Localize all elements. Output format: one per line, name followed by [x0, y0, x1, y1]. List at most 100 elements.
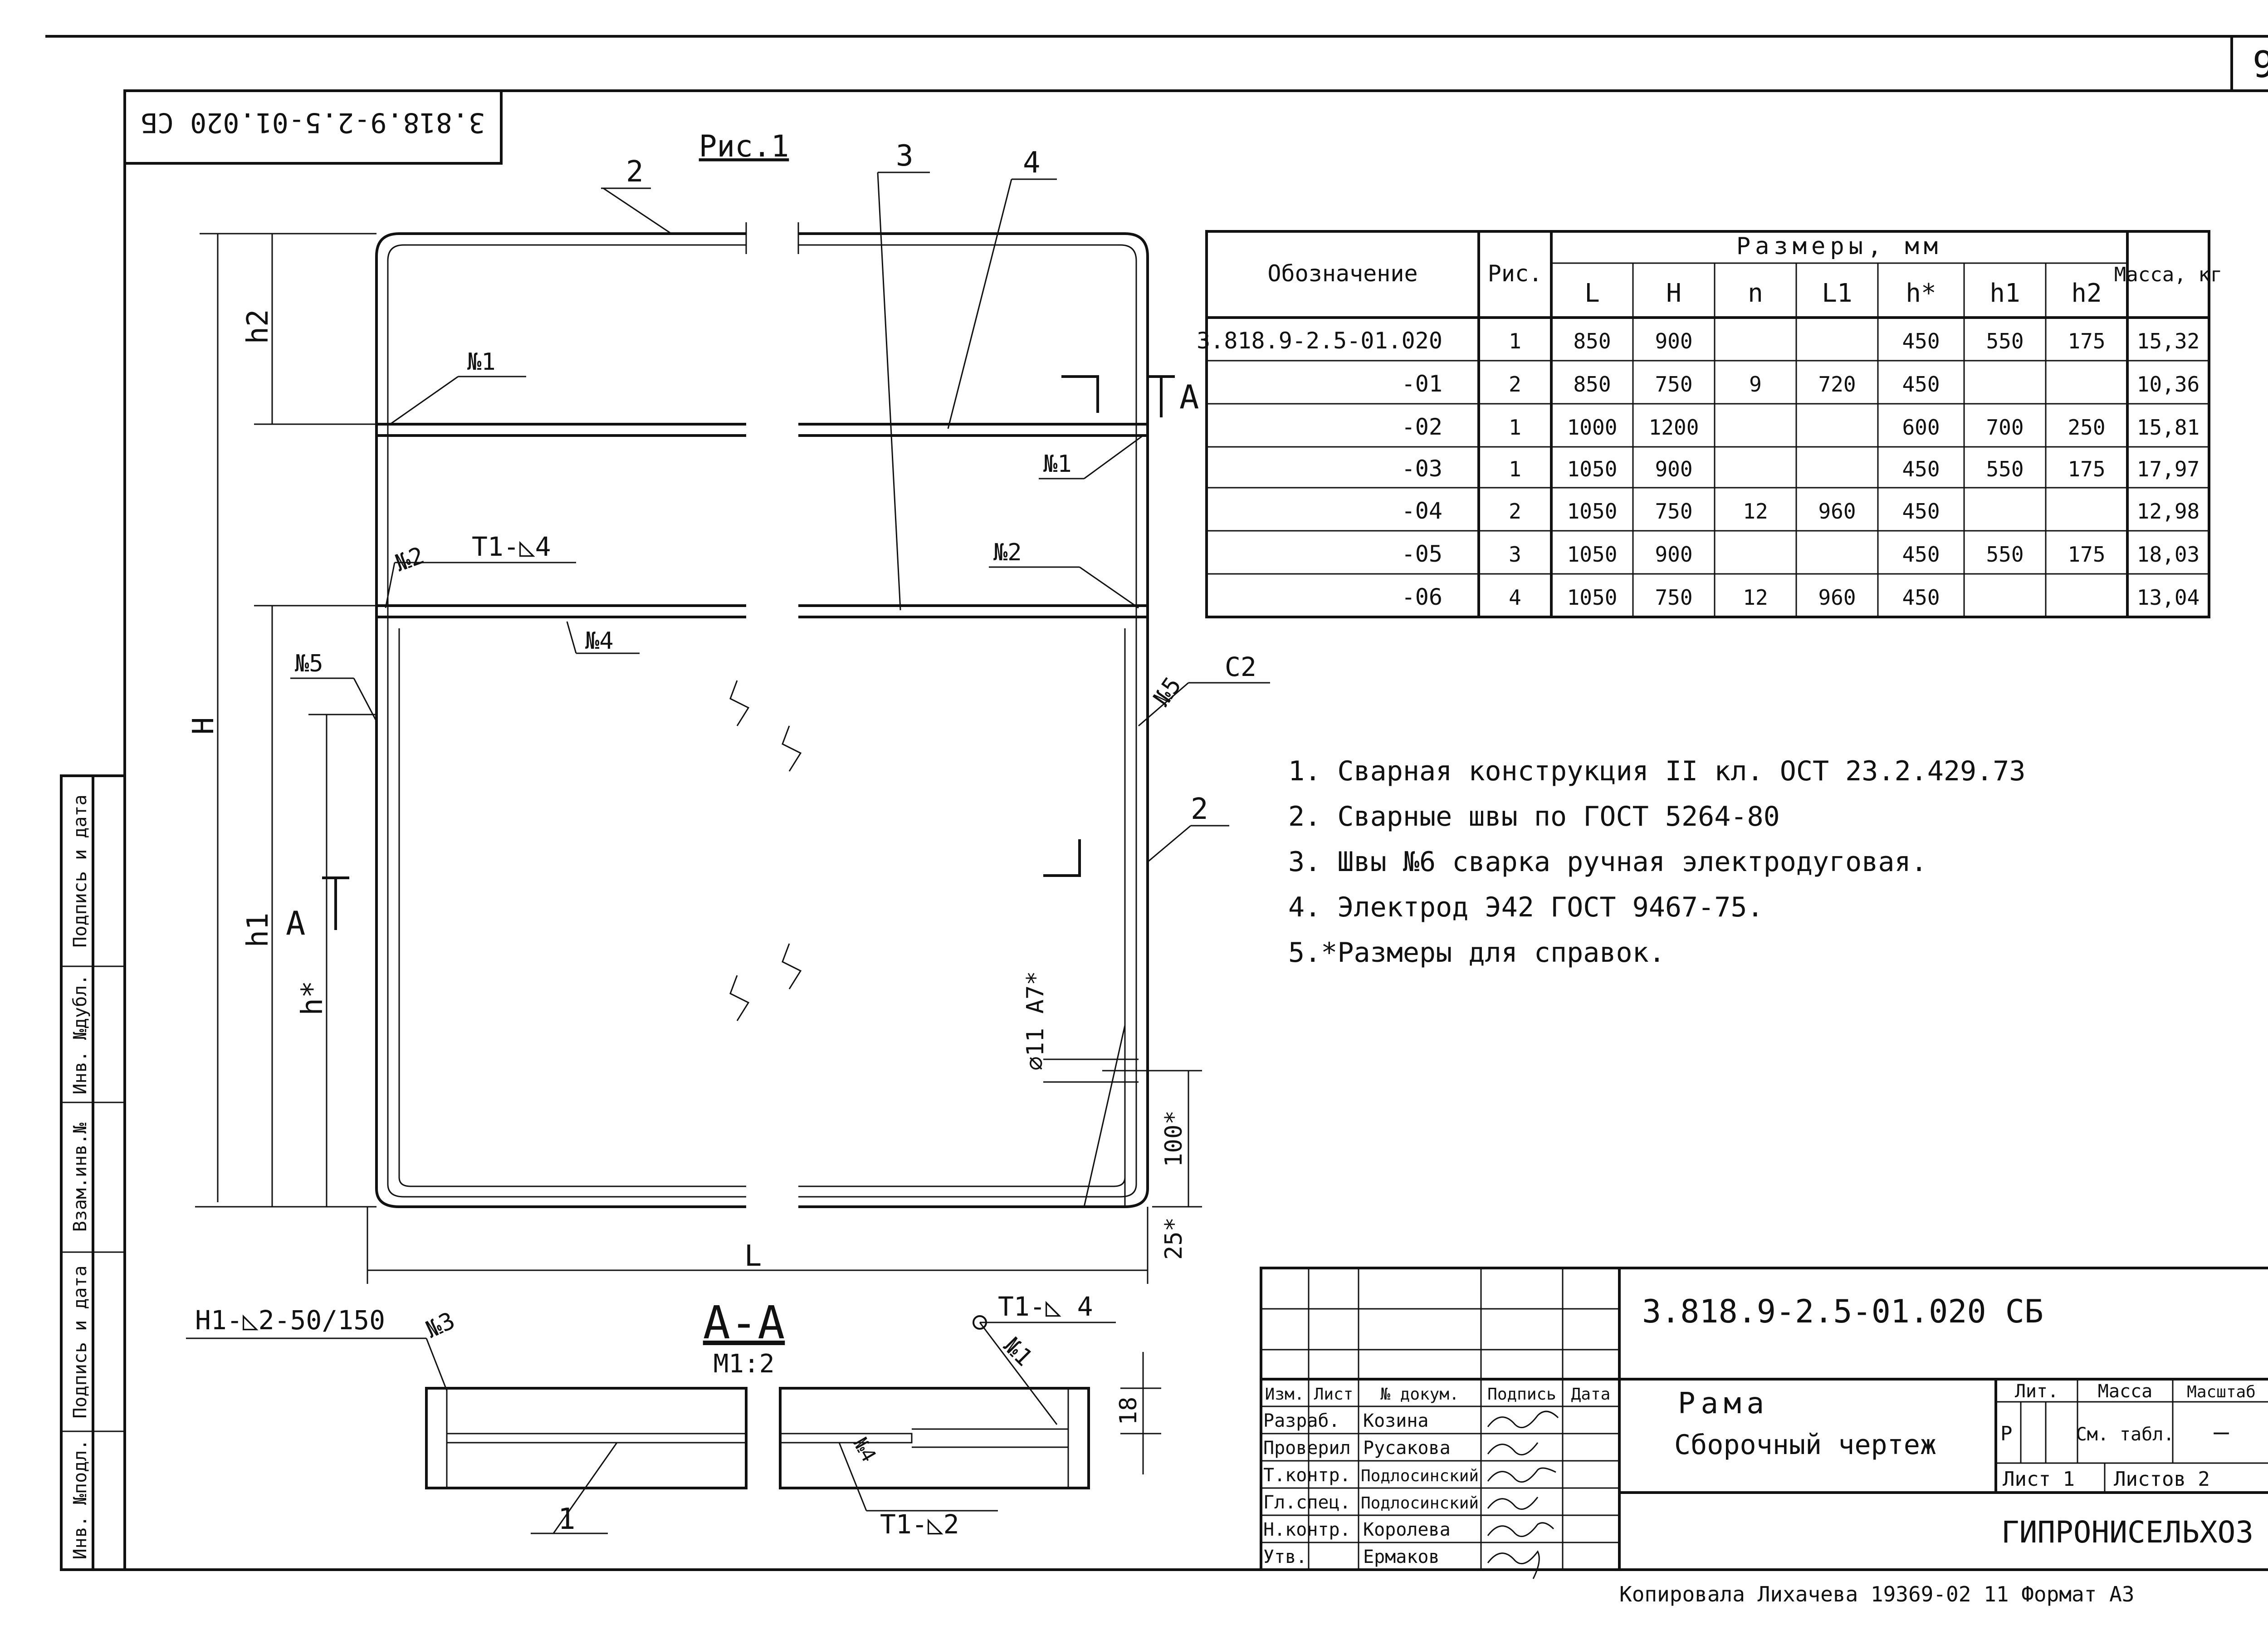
table-cell-designation: -06 — [1402, 584, 1442, 610]
position-leaders — [601, 171, 1229, 863]
table-cell: 13,04 — [2137, 585, 2200, 610]
sheet-frame — [45, 35, 2268, 1571]
role-label: Гл.спец. — [1263, 1492, 1351, 1513]
pos-label-3: 3 — [896, 139, 914, 173]
col-head: Изм. — [1265, 1385, 1305, 1404]
table-cell: 175 — [2068, 329, 2105, 353]
person-name: Ермаков — [1363, 1547, 1440, 1567]
dim-100: 100* — [1160, 1110, 1188, 1167]
figure-label: Рис.1 — [699, 129, 789, 164]
table-header-mass: Масса, кг — [2114, 263, 2222, 286]
section-mark-left: А — [286, 904, 305, 942]
table-cell: 18,03 — [2137, 542, 2200, 567]
table-subheader: h1 — [1989, 279, 2020, 308]
role-label: Проверил — [1263, 1438, 1351, 1459]
table-cell: 1 — [1509, 329, 1521, 353]
title-doc-code: 3.818.9-2.5-01.020 СБ — [1642, 1293, 2043, 1330]
stamp-sign-date-2: Подпись и дата — [70, 794, 91, 947]
dimensions-table-grid — [1205, 230, 2210, 618]
note-item: 3. Швы №6 сварка ручная электродуговая. — [1288, 846, 1927, 878]
table-cell: 850 — [1573, 372, 1611, 397]
table-cell: 12,98 — [2137, 499, 2200, 524]
person-name: Русакова — [1363, 1438, 1451, 1459]
corner-code: 3.818.9-2.5-01.020 СБ — [141, 107, 485, 138]
col-head: Дата — [1571, 1385, 1611, 1404]
table-subheader: n — [1748, 279, 1763, 308]
weld-n5-a: №5 — [295, 650, 323, 677]
table-cell: 10,36 — [2137, 372, 2200, 397]
pos-label-1: 1 — [558, 1503, 576, 1536]
table-cell: 720 — [1818, 372, 1856, 397]
table-cell: 450 — [1902, 542, 1940, 567]
lit-head: Лит. — [2015, 1381, 2058, 1402]
dim-25: 25* — [1160, 1217, 1188, 1260]
page-number: 9 — [2253, 44, 2268, 86]
table-subheader: L — [1584, 279, 1600, 308]
person-name: Подлосинский — [1361, 1467, 1479, 1485]
table-cell: 750 — [1655, 372, 1692, 397]
table-cell-designation: 3.818.9-2.5-01.020 — [1197, 328, 1442, 354]
table-cell: 960 — [1818, 585, 1856, 610]
note-item: 1. Сварная конструкция II кл. ОСТ 23.2.4… — [1288, 755, 2026, 787]
section-scale: М1:2 — [714, 1349, 775, 1379]
table-cell: 250 — [2068, 415, 2105, 440]
dim-L: L — [744, 1239, 762, 1273]
col-head: Подпись — [1487, 1385, 1556, 1404]
table-cell-designation: -04 — [1402, 498, 1442, 524]
weld-symbol-t1-2: Т1-◺2 — [880, 1509, 959, 1540]
table-cell: 1050 — [1567, 499, 1618, 524]
table-cell: 450 — [1902, 499, 1940, 524]
table-cell: 900 — [1655, 457, 1692, 481]
weld-symbol-t1-4-b: Т1-◺ 4 — [998, 1291, 1093, 1322]
dim-hole: ⌀11 A7* — [1022, 971, 1049, 1070]
weld-n2-b: №2 — [993, 539, 1022, 566]
lit-value: Р — [2000, 1422, 2013, 1445]
table-cell-designation: -03 — [1402, 455, 1442, 482]
mass-value: См. табл. — [2076, 1424, 2175, 1445]
table-cell: 450 — [1902, 585, 1940, 610]
title-roles: Разраб. Проверил Т.контр. Гл.спец. Н.кон… — [1263, 1410, 1351, 1567]
weld-symbol-t1-4: Т1-◺4 — [472, 531, 551, 562]
table-cell: 1050 — [1567, 542, 1618, 567]
note-item: 4. Электрод Э42 ГОСТ 9467-75. — [1288, 891, 1764, 923]
table-cell: 12 — [1743, 585, 1768, 610]
weld-n1-b: №1 — [1043, 450, 1072, 478]
table-cell: 2 — [1509, 372, 1521, 397]
section-label: А-А — [703, 1296, 785, 1349]
table-cell: 850 — [1573, 329, 1611, 353]
table-cell: 1 — [1509, 457, 1521, 481]
table-cell: 550 — [1986, 457, 2024, 481]
table-cell: 1200 — [1649, 415, 1699, 440]
table-cell: 15,81 — [2137, 415, 2200, 440]
role-label: Утв. — [1263, 1547, 1307, 1567]
stamp-inv-dubl: Инв. №дубл. — [70, 974, 91, 1095]
scale-value: — — [2214, 1417, 2229, 1447]
table-cell: 450 — [1902, 457, 1940, 481]
person-name: Подлосинский — [1361, 1494, 1479, 1513]
col-head: № докум. — [1380, 1385, 1459, 1404]
dim-h-star: h* — [296, 980, 329, 1015]
table-cell-designation: -02 — [1402, 414, 1442, 440]
signatures — [1487, 1410, 1559, 1579]
table-header-designation: Обозначение — [1267, 260, 1418, 287]
weld-n5-b: №5 — [1148, 672, 1187, 711]
table-cell: 550 — [1986, 329, 2024, 353]
weld-n3: №3 — [422, 1307, 459, 1344]
table-subheader: h* — [1906, 279, 1936, 308]
table-cell: 750 — [1655, 499, 1692, 524]
frame-view — [322, 222, 1175, 1208]
stamp-sign-date-1: Подпись и дата — [70, 1265, 91, 1418]
side-stamp — [60, 774, 126, 1571]
table-header-fig: Рис. — [1488, 260, 1542, 287]
scale-head: Масштаб — [2187, 1383, 2256, 1401]
table-cell: 600 — [1902, 415, 1940, 440]
table-cell: 2 — [1509, 499, 1521, 524]
section-view — [186, 1315, 1161, 1534]
table-subheader: H — [1666, 279, 1681, 308]
title-block-grid — [1260, 1267, 2268, 1571]
dimension-lines — [195, 233, 1202, 1284]
table-cell: 550 — [1986, 542, 2024, 567]
table-cell: 9 — [1749, 372, 1762, 397]
